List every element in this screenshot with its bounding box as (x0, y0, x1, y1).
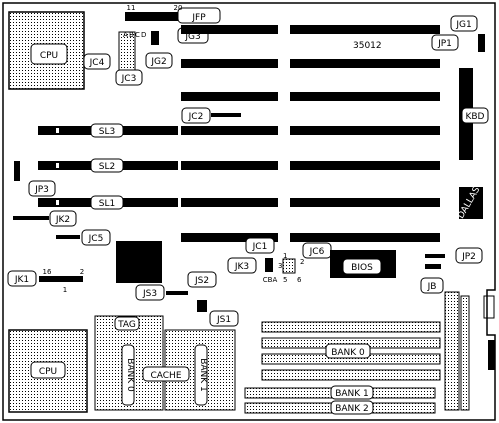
slot-sl1: SL1 (38, 195, 178, 210)
jk1-jumper: JK1 16 2 1 (7, 268, 84, 294)
jc3-label: JC3 (121, 74, 137, 84)
jk1-label: JK1 (14, 275, 29, 285)
jfp-label: JFP (191, 13, 206, 23)
cpu-top-label: CPU (40, 51, 58, 61)
rear-connectors (444, 291, 495, 411)
kbd-controller: KBD (459, 68, 489, 160)
slot-sl2: SL2 (38, 158, 178, 173)
jk2-label: JK2 (55, 215, 70, 225)
js2-label: JS2 (194, 276, 209, 286)
jc3-jumper: A B C D JC3 (115, 31, 146, 86)
jc6-jumper: JC6 1 2 3 5 6 (278, 242, 332, 284)
jfp-pin-11: 11 (127, 4, 136, 12)
jc4-label: JC4 (89, 58, 105, 68)
jb-jumper: JB (420, 264, 444, 294)
memory-bank-0: BANK 0 (261, 321, 441, 381)
cache-area: TAG BANK 0 BANK 1 CACHE (94, 315, 236, 411)
js1-jumper: JS1 (209, 310, 239, 327)
cpu-bottom: CPU (8, 329, 88, 413)
jfp-header: JFP 11 20 (125, 4, 221, 24)
jk3-label: JK3 (234, 262, 249, 272)
tag-label: TAG (117, 320, 136, 330)
jg2-label: JG2 (150, 57, 166, 67)
jg1-jumper: JG1 (450, 15, 485, 52)
jk1-pin-16: 16 (43, 268, 52, 276)
jc6-pin-1: 1 (283, 252, 287, 260)
jc6-label: JC6 (309, 247, 325, 257)
bios-chip: BIOS (330, 250, 396, 278)
jk3-jumper: JK3 (227, 257, 257, 274)
bank2-label: BANK 2 (335, 404, 369, 414)
jc1-pins-cba: CBA (263, 276, 278, 284)
jg3-label: JG3 (184, 32, 200, 42)
jp2-jumper: JP2 (425, 247, 483, 264)
chipset (116, 241, 162, 283)
jp3-jumper: JP3 (14, 161, 56, 197)
jc5-label: JC5 (88, 234, 104, 244)
jp2-label: JP2 (461, 252, 476, 262)
jc5-jumper: JC5 (56, 229, 111, 246)
jc6-pin-3: 3 (278, 262, 282, 270)
cache-bank1-label: BANK 1 (198, 358, 208, 392)
js3-jumper: JS3 (135, 284, 188, 301)
memory-bank-1: BANK 1 (244, 385, 436, 400)
cpu-socket-top: CPU (8, 11, 85, 90)
js1-label: JS1 (216, 315, 231, 325)
bios-label: BIOS (351, 263, 373, 273)
board-code: 35012 (353, 41, 382, 51)
cpu-bottom-label: CPU (39, 367, 57, 377)
jc4-jumper: JC4 (83, 53, 111, 70)
jc6-pin-6: 6 (297, 276, 302, 284)
bank1-label: BANK 1 (335, 389, 369, 399)
jc1-jumper: JC1 CBA (245, 237, 278, 284)
slot-sl3: SL3 (38, 123, 178, 138)
jc3-pin-c: C (135, 31, 140, 39)
jg2-jumper: JG2 (145, 31, 173, 69)
jc6-pin-2: 2 (300, 258, 304, 266)
jk2-jumper: JK2 (13, 210, 77, 227)
sl1-label: SL1 (99, 199, 115, 209)
dallas-chip: DALLAS (456, 185, 483, 221)
js3-label: JS3 (142, 289, 157, 299)
kbd-label: KBD (465, 112, 484, 122)
bank0-label: BANK 0 (331, 348, 365, 358)
jfp-pin-20: 20 (174, 4, 183, 12)
jc3-pin-a: A (123, 31, 128, 39)
memory-bank-2: BANK 2 (244, 400, 436, 415)
jb-label: JB (427, 282, 437, 292)
jp1-label: JP1 (437, 39, 452, 49)
sl2-label: SL2 (99, 162, 115, 172)
cache-bank0-label: BANK 0 (125, 358, 135, 392)
jc3-pin-b: B (129, 31, 134, 39)
jc2-label: JC2 (188, 112, 204, 122)
jk1-pin-1: 1 (63, 286, 67, 294)
jc1-label: JC1 (252, 242, 268, 252)
jp3-label: JP3 (34, 185, 49, 195)
jc6-pin-5: 5 (283, 276, 287, 284)
jg1-label: JG1 (455, 20, 471, 30)
js2-jumper: JS2 (187, 271, 217, 312)
cache-label: CACHE (150, 371, 181, 381)
jc2-jumper: JC2 (181, 107, 241, 124)
expansion-slots (181, 25, 440, 242)
jk1-pin-2: 2 (80, 268, 84, 276)
sl3-label: SL3 (99, 127, 115, 137)
jp1-jumper: JP1 (431, 34, 459, 51)
jc3-pin-d: D (141, 31, 146, 39)
